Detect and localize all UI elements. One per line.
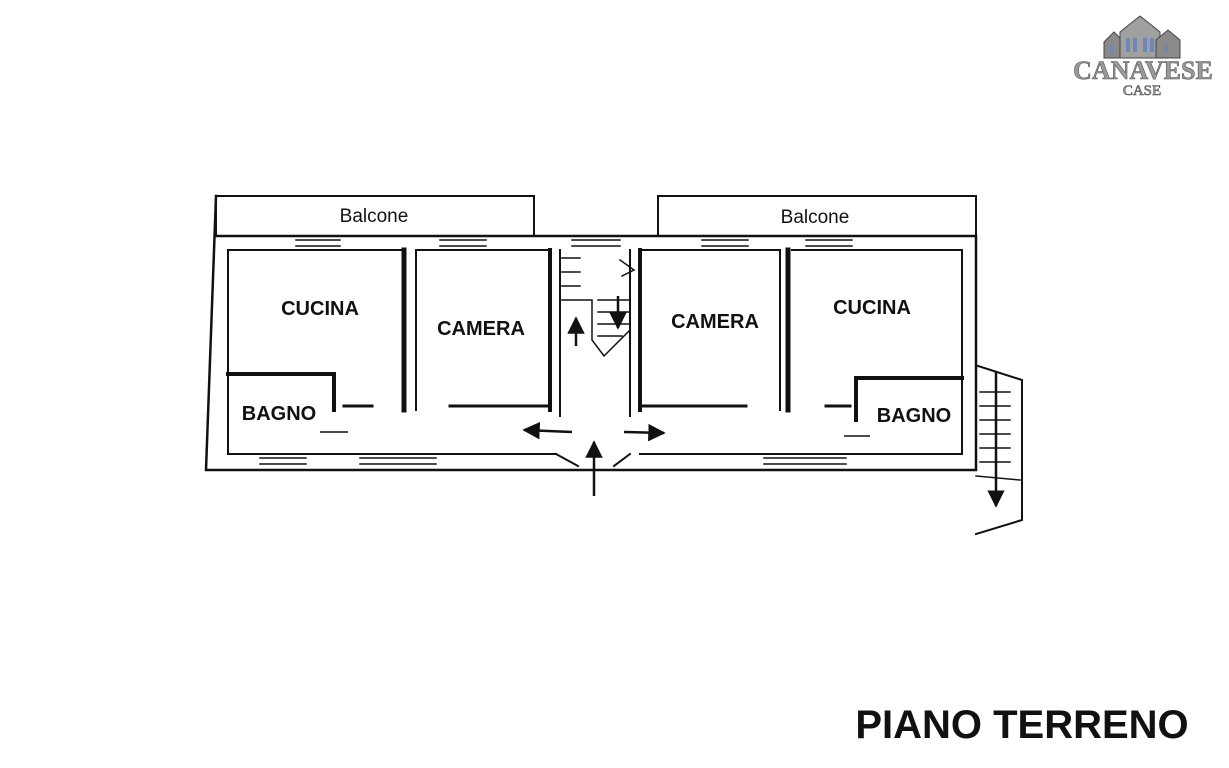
room-label-camera-left: CAMERA (437, 318, 525, 340)
canavese-case-logo: CANAVESE CASE (1073, 15, 1213, 99)
balcony-label-right: Balcone (781, 207, 850, 228)
circulation-arrows (320, 296, 1005, 508)
logo-houses-icon (1103, 15, 1181, 59)
logo-sub-text: CASE (1123, 83, 1161, 99)
balcony-label-left: Balcone (340, 206, 409, 227)
room-label-cucina-right: CUCINA (833, 297, 911, 319)
arrow-right-icon (623, 423, 666, 442)
logo-brand-text: CANAVESE (1073, 56, 1213, 85)
room-label-bagno-left: BAGNO (242, 403, 316, 425)
room-label-bagno-right: BAGNO (877, 405, 951, 427)
plan-walls (204, 194, 1023, 536)
room-label-camera-right: CAMERA (671, 311, 759, 333)
room-label-cucina-left: CUCINA (281, 298, 359, 320)
floor-title: PIANO TERRENO (855, 703, 1188, 747)
arrow-left-icon (522, 421, 573, 440)
